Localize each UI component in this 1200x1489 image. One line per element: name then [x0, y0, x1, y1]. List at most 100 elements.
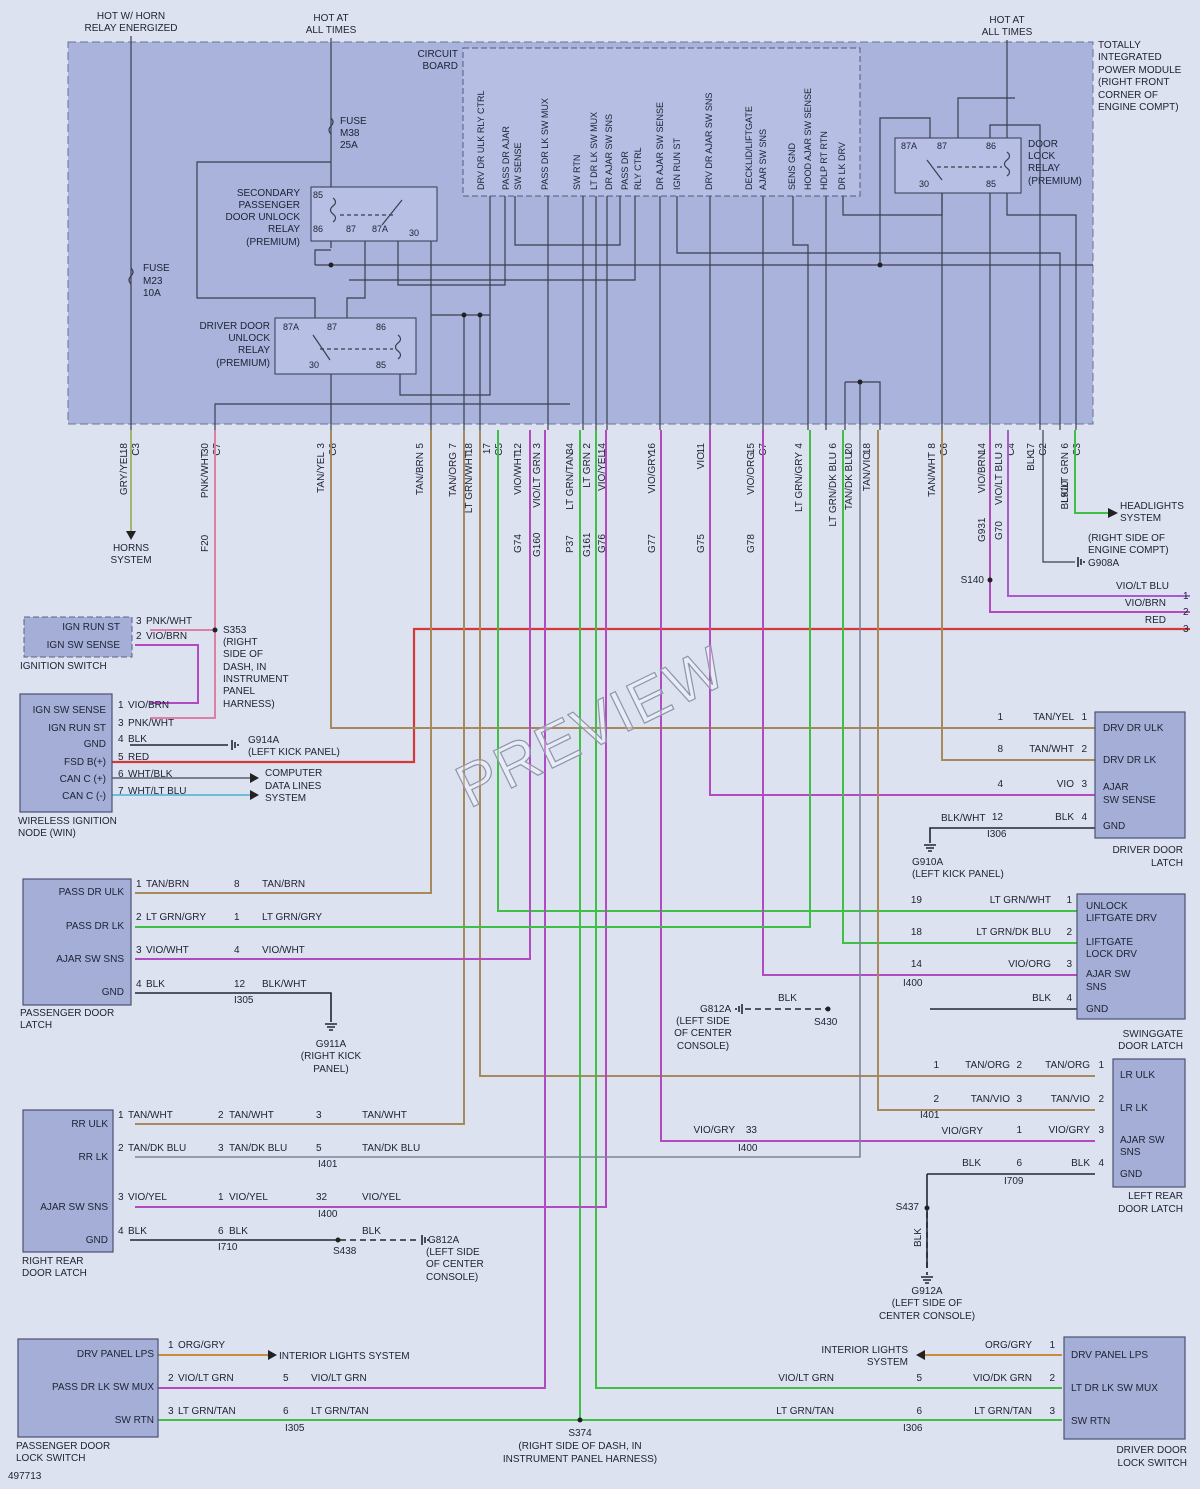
lr-wire-color: TAN/ORG	[965, 1060, 1010, 1071]
tipm-pin-wire-color: GRY/YEL	[119, 452, 130, 496]
svg-text:AJAR SW SNS: AJAR SW SNS	[56, 954, 124, 965]
tipm-pin-connector: C4	[1006, 443, 1017, 456]
svg-text:POWER MODULE: POWER MODULE	[1098, 65, 1182, 76]
tipm-pin-num: 2	[582, 443, 593, 449]
drv-pin-30: 30	[309, 360, 319, 370]
win-pin-label: CAN C (-)	[62, 791, 106, 802]
drv-latch-blkwht: BLK/WHT	[941, 813, 985, 824]
rr-wire-mid: 2	[218, 1110, 224, 1121]
svg-text:LIFTGATE: LIFTGATE	[1086, 937, 1133, 948]
svg-text:RR LK: RR LK	[79, 1152, 109, 1163]
win-wire-num: 5	[118, 752, 124, 763]
ignition-switch-box	[23, 616, 133, 658]
drv-latch-wire-color: BLK	[1055, 812, 1074, 823]
pass-latch-wire-color-2: LT GRN/GRY	[262, 912, 322, 923]
tipm-pin-num: 6	[828, 443, 839, 449]
tipm-pin-wire-color: LT GRN/WHT	[464, 452, 475, 513]
s374-loc-2: INSTRUMENT PANEL HARNESS)	[503, 1454, 657, 1465]
ign-w1-num: 3	[136, 616, 142, 627]
fuse-m23-label-2: M23	[143, 276, 163, 287]
horns-arrow-icon	[126, 531, 136, 540]
pass-latch-wire-in: 2	[136, 912, 142, 923]
svg-text:DASH, IN: DASH, IN	[223, 662, 266, 673]
swinggate-label-1: SWINGGATE	[1123, 1029, 1184, 1040]
swing-wire-in: 14	[911, 959, 923, 970]
svg-text:AJAR SW: AJAR SW	[1120, 1135, 1165, 1146]
rr-wire-in: 3	[118, 1192, 124, 1203]
swing-g812a-loc-1: (LEFT SIDE	[676, 1016, 730, 1027]
circuit-board-label-1: CIRCUIT	[417, 49, 458, 60]
fuse-m23-label-3: 10A	[143, 288, 161, 299]
lr-wire-color-2: TAN/ORG	[1045, 1060, 1090, 1071]
g908a-label-2: ENGINE COMPT)	[1088, 545, 1169, 556]
pass-latch-wire-color: LT GRN/GRY	[146, 912, 206, 923]
tipm-pin-wire-color: VIO/YEL	[597, 452, 608, 491]
svg-text:DRV DR ULK: DRV DR ULK	[1103, 723, 1164, 734]
pass-lock-pins: DRV PANEL LPS PASS DR LK SW MUX SW RTN	[52, 1349, 154, 1426]
win-wire-num: 6	[118, 769, 124, 780]
g910a-loc: (LEFT KICK PANEL)	[912, 869, 1004, 880]
headlights-label-1: HEADLIGHTS	[1120, 501, 1184, 512]
win-wire-num: 1	[118, 700, 124, 711]
hot-horn-label-2: RELAY ENERGIZED	[85, 23, 178, 34]
cb-signal-label: DR LK DRV	[837, 142, 847, 190]
pls-wire-color-2: VIO/LT GRN	[311, 1373, 367, 1384]
tipm-pin-wire-color: VIO/ORG	[746, 452, 757, 495]
lr-wire-color-2: VIO/GRY	[1049, 1125, 1091, 1136]
tipm-pin-num: 3	[994, 443, 1005, 449]
dl-pin-87a: 87A	[901, 141, 917, 151]
wireless-ignition-node-box	[19, 693, 113, 813]
cb-signal-label: DRV DR AJAR SW SNS	[704, 93, 714, 190]
pass-latch-wire-color: VIO/WHT	[146, 945, 189, 956]
svg-text:DOOR UNLOCK: DOOR UNLOCK	[226, 212, 301, 223]
lr-wire-color-2: TAN/VIO	[1051, 1094, 1090, 1105]
drv-lock-interior-2: SYSTEM	[867, 1357, 908, 1368]
tipm-pin-wire-color: VIO/WHT	[513, 452, 524, 495]
win-wire-color: RED	[128, 752, 149, 763]
swing-wire-in: 18	[911, 927, 923, 938]
g912a-loc-2: CENTER CONSOLE)	[879, 1311, 975, 1322]
drv-latch-wire-out: 1	[1081, 712, 1087, 723]
svg-text:GND: GND	[1120, 1169, 1142, 1180]
ign-pin-1: IGN RUN ST	[62, 622, 120, 633]
pls-wire-out: 5	[283, 1373, 289, 1384]
pass-latch-wire-in: 3	[136, 945, 142, 956]
svg-text:PASS DR LK: PASS DR LK	[66, 921, 124, 932]
rr-g812a-loc-2: OF CENTER	[426, 1259, 484, 1270]
g910a-label: G910A	[912, 857, 943, 868]
tipm-pin-num: 11	[696, 443, 707, 454]
dls-wire-color-2: LT GRN/TAN	[974, 1406, 1032, 1417]
drv-lock-interior-1: INTERIOR LIGHTS	[821, 1345, 908, 1356]
win-wire-color: PNK/WHT	[128, 718, 174, 729]
edge-1-num: 1	[1183, 591, 1189, 602]
swing-wire-out: 1	[1066, 895, 1072, 906]
drv-pin-87: 87	[327, 322, 337, 332]
swinggate-pins: UNLOCK LIFTGATE DRV LIFTGATE LOCK DRV AJ…	[1086, 901, 1157, 1015]
drv-pin-85: 85	[376, 360, 386, 370]
swing-g812a-loc-2: OF CENTER	[674, 1028, 732, 1039]
tipm-pin-connector: C6	[939, 443, 950, 456]
win-wire-color: WHT/LT BLU	[128, 786, 187, 797]
edge-3-color: RED	[1145, 615, 1166, 626]
swing-wire-color: BLK	[1032, 993, 1051, 1004]
pass-lock-conn: I305	[285, 1423, 305, 1434]
rr-wire-color: TAN/DK BLU	[128, 1143, 186, 1154]
svg-text:(PREMIUM): (PREMIUM)	[1028, 176, 1082, 187]
pass-latch-wire-out: 4	[234, 945, 240, 956]
circuit-id-label: G160	[532, 532, 543, 557]
horns-label-1: HORNS	[113, 543, 149, 554]
svg-text:(RIGHT FRONT: (RIGHT FRONT	[1098, 77, 1169, 88]
tipm-pin-wire-color: TAN/YEL	[316, 452, 327, 493]
rr-wire-color-2: TAN/WHT	[229, 1110, 274, 1121]
cb-signal-label: SW RTN	[572, 155, 582, 190]
interior-lights-b-arrow-icon	[916, 1350, 925, 1360]
svg-text:RELAY: RELAY	[268, 224, 300, 235]
svg-text:SW RTN: SW RTN	[1071, 1416, 1110, 1427]
tipm-pin-wire-color: VIO/LT GRN	[532, 452, 543, 508]
pass-latch-wire-color: TAN/BRN	[146, 879, 189, 890]
pass-latch-wire-out: 12	[234, 979, 246, 990]
win-pin-label: FSD B(+)	[64, 757, 106, 768]
dls-wire-in: 5	[916, 1373, 922, 1384]
lr-wire-out: 3	[1098, 1125, 1104, 1136]
